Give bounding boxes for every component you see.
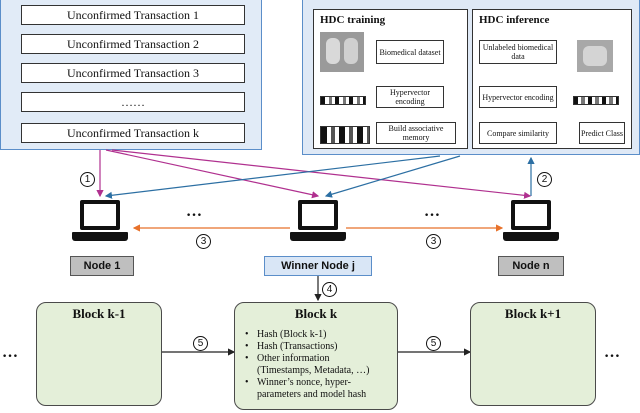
transaction-pool: Unconfirmed Transaction 1 Unconfirmed Tr… [0,0,262,150]
node-1-label: Node 1 [70,256,134,276]
arrow-hdc-winner [324,155,461,198]
block-item: Hash (Transactions) [245,341,369,353]
step-4-marker: 4 [322,282,337,297]
step-3-marker-left: 3 [196,234,211,249]
transaction-1: Unconfirmed Transaction 1 [21,5,245,25]
hdc-panel: HDC training Biomedical dataset Hypervec… [302,0,640,155]
arrow-hdc-node1 [104,155,441,199]
hdc-training-title: HDC training [320,14,386,26]
training-step-memory: Build associative memory [376,122,456,144]
laptop-icon [290,200,346,244]
training-step-dataset: Biomedical dataset [376,40,444,64]
arrow-tx-winner [105,149,320,199]
nodes-ellipsis-right: … [424,203,442,220]
hdc-training-box: HDC training Biomedical dataset Hypervec… [313,9,468,149]
block-title: Block k [294,306,338,321]
transaction-ellipsis: …… [21,92,245,112]
inference-step-similarity: Compare similarity [479,122,557,144]
step-5-marker-right: 5 [426,336,441,351]
hdc-inference-box: HDC inference Unlabeled biomedical data … [472,9,632,149]
step-3-marker-right: 3 [426,234,441,249]
inference-step-encoding: Hypervector encoding [479,86,557,108]
step-1-marker: 1 [80,172,95,187]
block-item: Other information [245,353,369,365]
node-n-label: Node n [498,256,564,276]
block-title: Block k-1 [72,306,126,321]
step-5-marker-left: 5 [193,336,208,351]
laptop-icon [503,200,559,244]
transaction-k: Unconfirmed Transaction k [21,123,245,143]
training-step-encoding: Hypervector encoding [376,86,444,108]
laptop-icon [72,200,128,244]
block-item-continued: parameters and model hash [257,389,367,400]
hypervector-icon [573,96,619,105]
transaction-2: Unconfirmed Transaction 2 [21,34,245,54]
inference-predict-class: Predict Class [579,122,625,144]
chain-ellipsis-left: … [2,344,20,361]
step-2-marker: 2 [537,172,552,187]
nodes-ellipsis-left: … [186,203,204,220]
block-item: Winner’s nonce, hyper- [245,377,369,389]
winner-node-label: Winner Node j [264,256,372,276]
block-item-continued: (Timestamps, Metadata, …) [257,365,370,376]
transaction-3: Unconfirmed Transaction 3 [21,63,245,83]
block-item: Hash (Block k-1) [245,329,369,341]
block-k: Block k Hash (Block k-1) Hash (Transacti… [234,302,398,410]
associative-memory-icon [320,126,370,144]
medical-image-icon [320,32,364,72]
inference-step-data: Unlabeled biomedical data [479,40,557,64]
hdc-inference-title: HDC inference [479,14,550,26]
block-k-minus-1: Block k-1 [36,302,162,406]
arrow-tx-noden [111,149,532,199]
block-contents: Hash (Block k-1) Hash (Transactions) Oth… [245,329,369,401]
chain-ellipsis-right: … [604,344,622,361]
unlabeled-image-icon [577,40,613,72]
block-k-plus-1: Block k+1 [470,302,596,406]
hypervector-icon [320,96,366,105]
block-title: Block k+1 [504,306,562,321]
